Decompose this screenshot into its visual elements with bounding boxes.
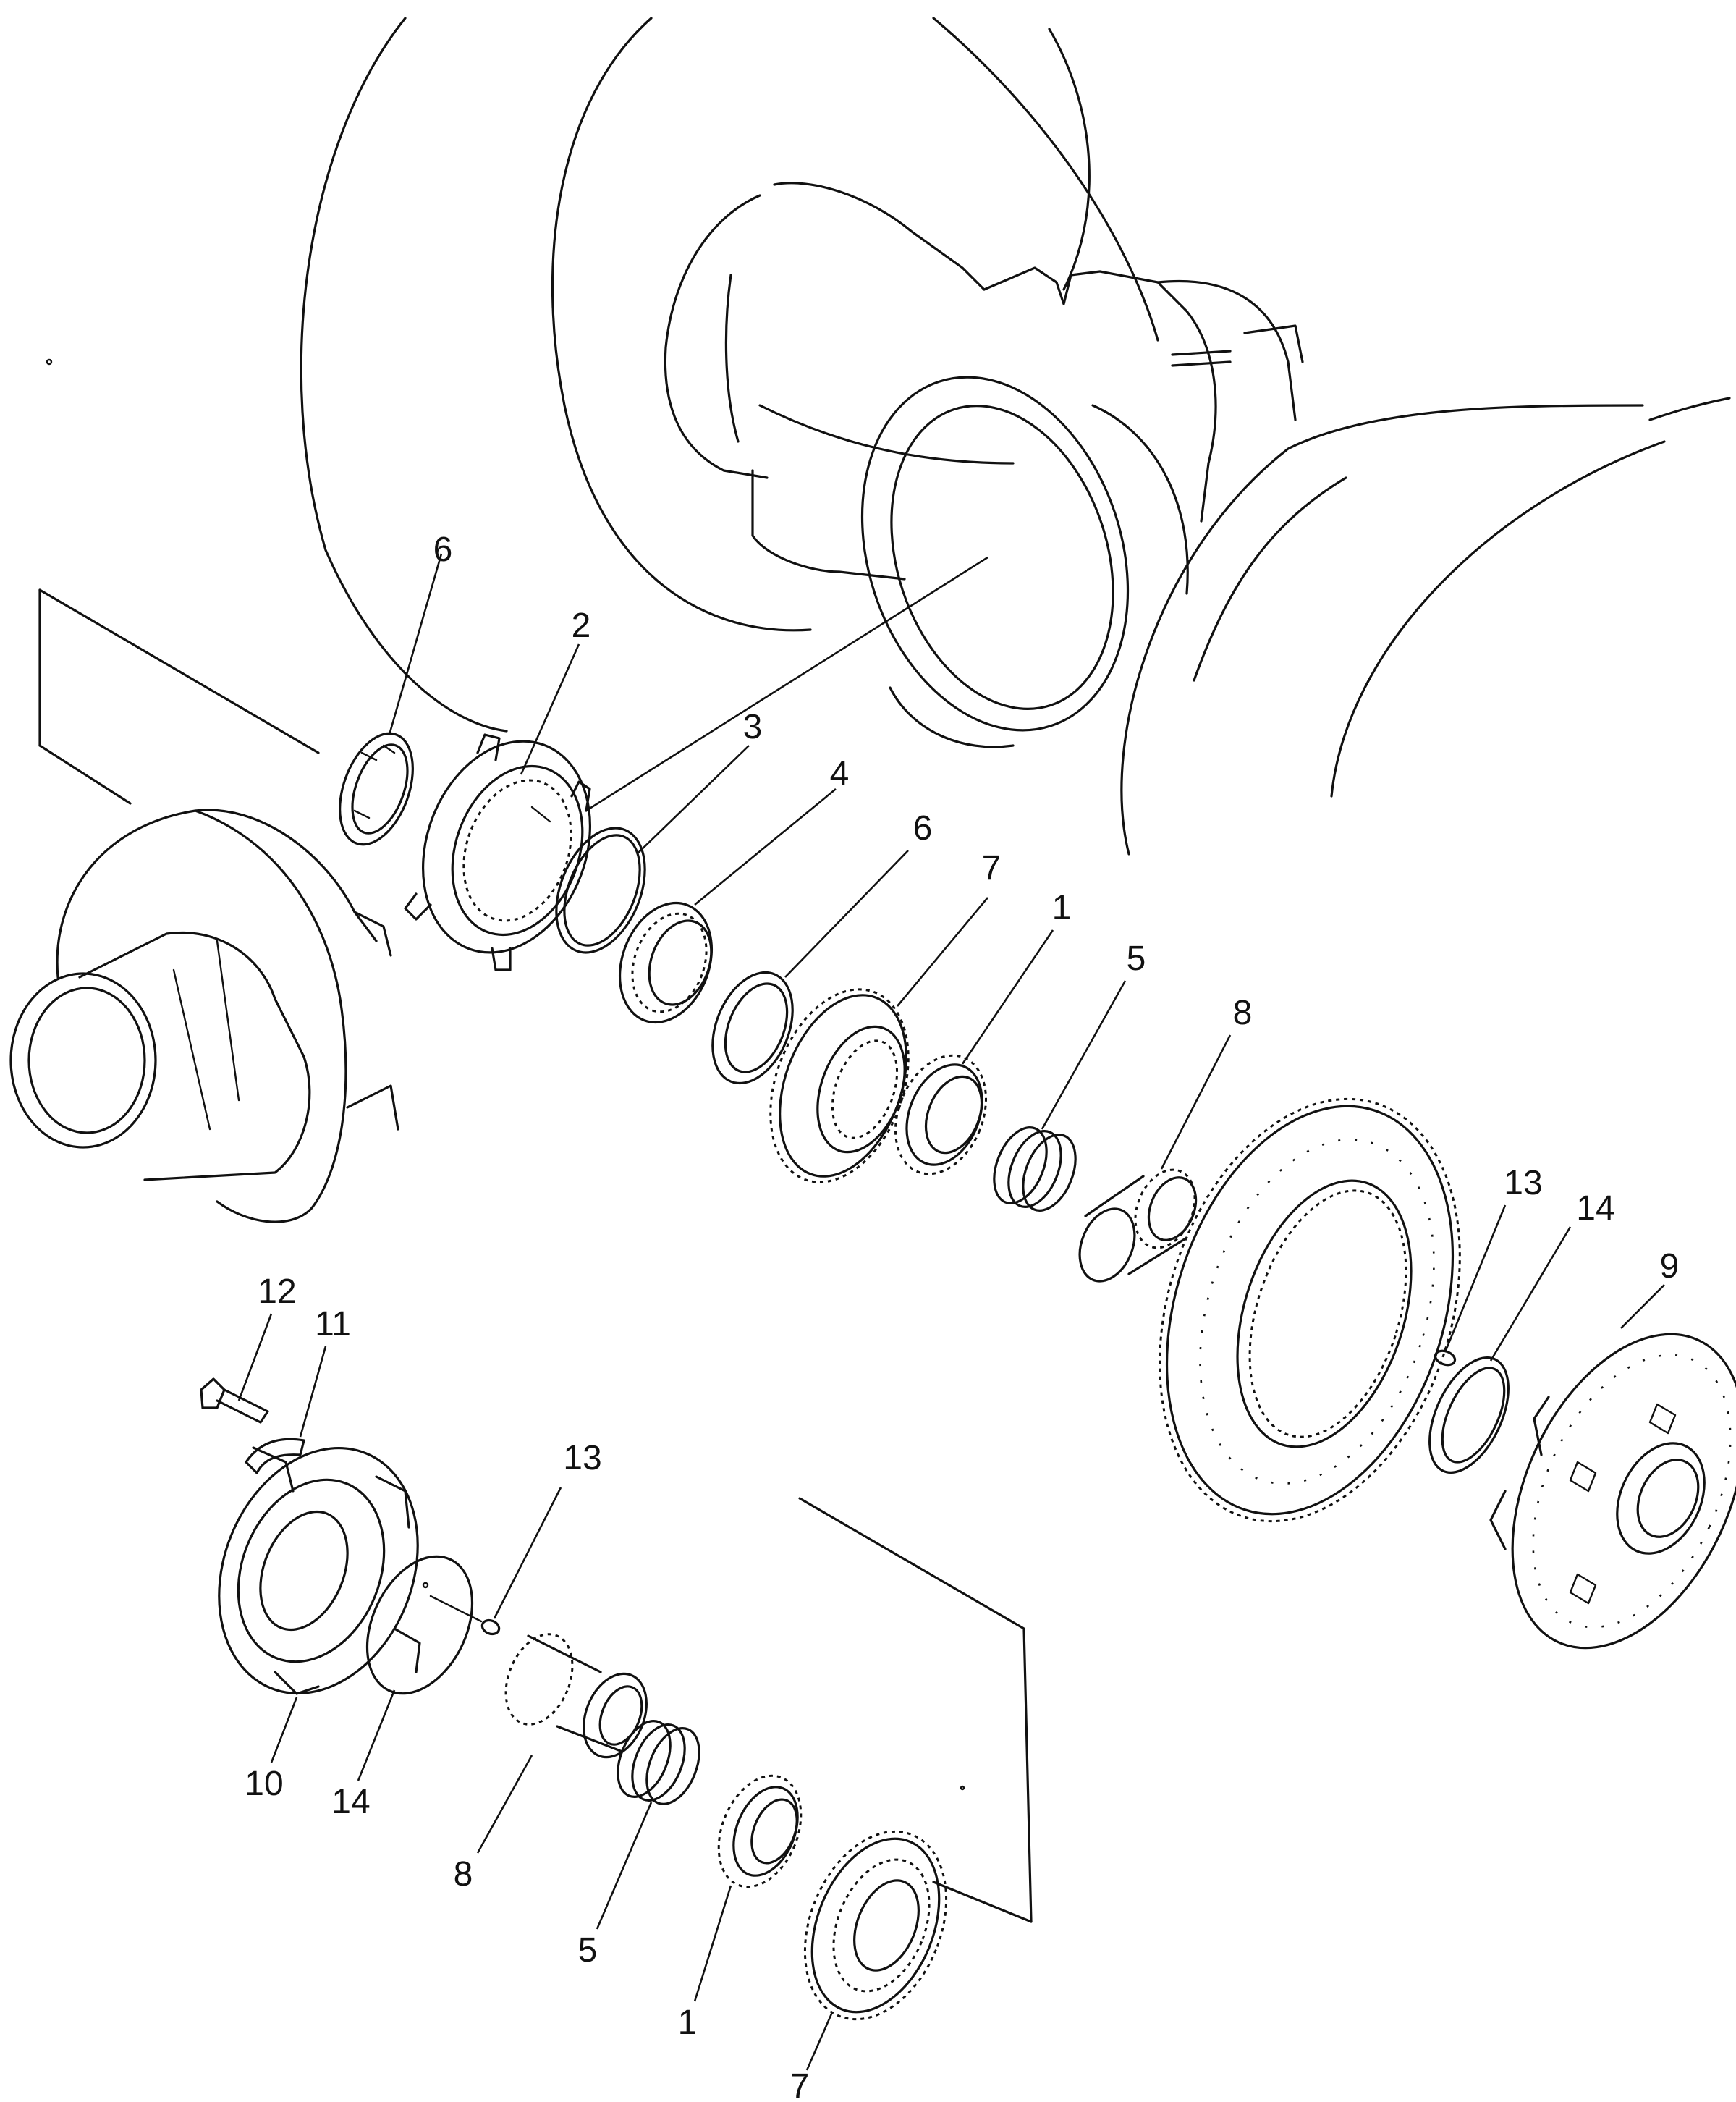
label-7-lower: 7 — [790, 2067, 810, 2102]
part-12-bolt — [200, 1377, 269, 1424]
part-14-shim-lower — [365, 1555, 474, 1695]
label-7-upper: 7 — [982, 849, 1002, 887]
part-11-lock-plate — [245, 1438, 305, 1474]
part-1-pinion-gear-lower — [717, 1774, 803, 1888]
part-2-differential-spider — [404, 733, 591, 971]
final-drive-housing — [300, 17, 1731, 856]
label-8-upper: 8 — [1233, 994, 1253, 1032]
part-13-pin-lower — [429, 1595, 501, 1636]
stray-dot — [960, 1785, 965, 1791]
part-6-thrust-washer-upper — [339, 732, 414, 846]
label-11: 11 — [315, 1305, 351, 1343]
part-5-spring-upper — [993, 1126, 1077, 1212]
label-3: 3 — [743, 708, 763, 746]
part-labels: 6 2 3 4 6 7 1 5 8 13 14 9 12 11 13 10 14… — [245, 531, 1679, 2102]
part-7-bevel-gear-lower — [803, 1830, 948, 2021]
label-6-upper: 6 — [433, 531, 453, 569]
label-1-lower: 1 — [678, 2004, 698, 2042]
part-5-spring-lower — [617, 1720, 700, 1805]
part-8-splined-shaft-upper — [1078, 1168, 1198, 1283]
label-5-lower: 5 — [578, 1931, 598, 1970]
left-hub-housing — [9, 588, 399, 1223]
label-13-lower: 13 — [563, 1439, 601, 1477]
lower-bracket-line — [798, 1497, 1033, 1923]
label-8-lower: 8 — [454, 1855, 473, 1894]
part-13-pin-upper — [1434, 1349, 1457, 1367]
part-9-differential-case — [1489, 1333, 1736, 1650]
label-10: 10 — [245, 1765, 283, 1803]
label-5-upper: 5 — [1127, 940, 1146, 978]
part-10-cover — [218, 1446, 421, 1695]
label-2: 2 — [572, 607, 591, 645]
stray-dot — [46, 358, 53, 366]
part-8-splined-shaft-lower — [504, 1633, 648, 1759]
part-4-side-gear — [618, 901, 714, 1024]
label-14-upper: 14 — [1576, 1189, 1614, 1228]
part-7-bevel-gear-upper — [769, 988, 910, 1183]
part-14-shim-upper — [1428, 1356, 1510, 1474]
label-1-upper: 1 — [1052, 889, 1072, 927]
part-3-snap-ring — [555, 827, 646, 954]
ring-gear — [1159, 1097, 1461, 1523]
label-9: 9 — [1660, 1247, 1680, 1286]
label-6-second: 6 — [913, 809, 933, 848]
part-6-thrust-washer-lower — [711, 971, 794, 1085]
label-14-lower: 14 — [331, 1783, 370, 1821]
label-12: 12 — [258, 1272, 296, 1311]
part-1-pinion-gear-upper — [894, 1054, 987, 1175]
label-13-upper: 13 — [1504, 1164, 1542, 1202]
label-4: 4 — [830, 755, 850, 793]
